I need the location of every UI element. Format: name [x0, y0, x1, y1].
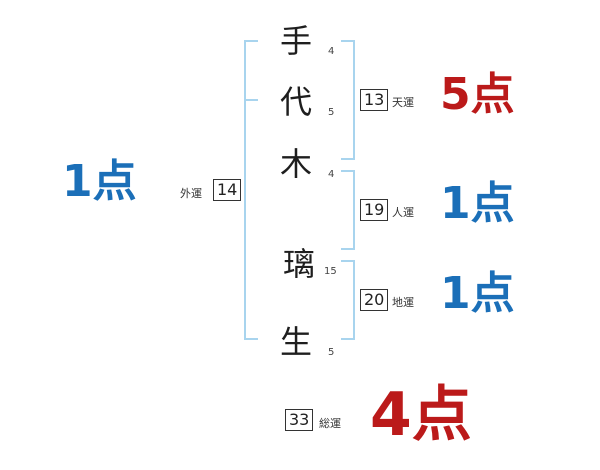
tenun-label: 天運 — [392, 96, 414, 109]
chiun-bracket-bottom-tick — [341, 338, 355, 340]
souun-value-box: 33 — [285, 409, 314, 431]
chiun-value-box: 20 — [360, 289, 389, 311]
outer-bracket-top-tick — [244, 40, 258, 42]
name-char-1: 手 — [279, 22, 312, 60]
stroke-count-5: 5 — [328, 347, 335, 358]
name-char-3: 木 — [279, 145, 312, 183]
jinun-score: 1点 — [440, 178, 515, 229]
tenun-bracket-vertical — [353, 40, 355, 160]
name-char-4: 璃 — [282, 245, 315, 283]
outer-bracket-mid-tick — [244, 99, 258, 101]
stroke-count-3: 4 — [328, 169, 335, 180]
tenun-bracket-bottom-tick — [341, 158, 355, 160]
chiun-bracket-top-tick — [341, 260, 355, 262]
name-char-5: 生 — [279, 323, 312, 361]
jinun-bracket-bottom-tick — [341, 248, 355, 250]
chiun-score: 1点 — [440, 268, 515, 319]
souun-score: 4点 — [370, 380, 472, 450]
jinun-bracket-vertical — [353, 170, 355, 250]
gaiun-value-box: 14 — [213, 179, 242, 201]
tenun-score: 5点 — [440, 69, 515, 120]
jinun-bracket-top-tick — [341, 170, 355, 172]
gaiun-label: 外運 — [180, 187, 202, 200]
souun-label: 総運 — [319, 417, 341, 430]
jinun-value-box: 19 — [360, 199, 389, 221]
outer-bracket-bottom-tick — [244, 338, 258, 340]
chiun-bracket-vertical — [353, 260, 355, 340]
stroke-count-4: 15 — [324, 266, 337, 277]
name-char-2: 代 — [279, 83, 312, 121]
chiun-label: 地運 — [392, 296, 414, 309]
gaiun-score: 1点 — [62, 156, 137, 207]
tenun-value-box: 13 — [360, 89, 389, 111]
tenun-bracket-top-tick — [341, 40, 355, 42]
stroke-count-2: 5 — [328, 107, 335, 118]
stroke-count-1: 4 — [328, 46, 335, 57]
outer-bracket-vertical — [244, 40, 246, 340]
jinun-label: 人運 — [392, 206, 414, 219]
